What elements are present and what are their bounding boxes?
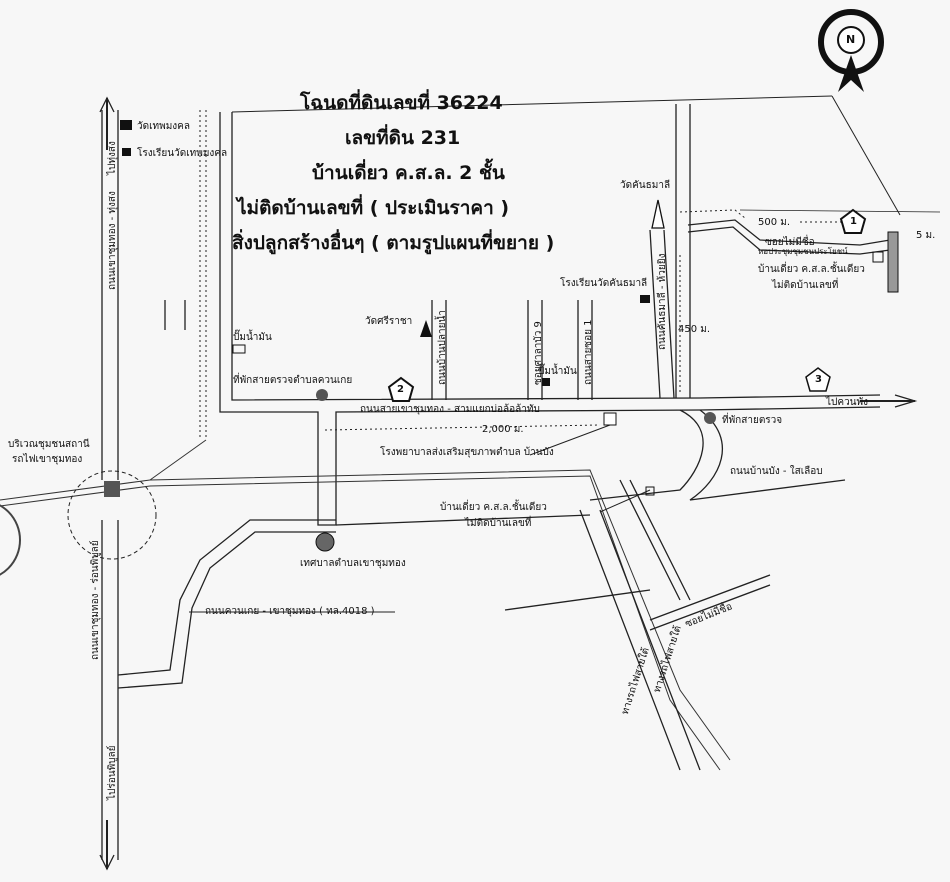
school-thepmongkol-icon bbox=[122, 148, 131, 156]
label-house-ne-2: ไม่ติดบ้านเลขที่ bbox=[772, 280, 839, 291]
temple-thepmongkol-icon bbox=[120, 120, 132, 130]
road-left-upper bbox=[101, 110, 119, 480]
label-unnamed-soi-1: ซอยไม่มีชื่อ bbox=[765, 237, 815, 248]
small-road-stub bbox=[164, 300, 186, 330]
label-house-mid-1: บ้านเดี่ยว ค.ส.ล.ชั้นเดียว bbox=[440, 502, 547, 513]
marker-2 bbox=[387, 376, 415, 402]
connector-lower bbox=[504, 589, 651, 611]
seal-fragment bbox=[0, 504, 21, 576]
title-land-number: เลขที่ดิน 231 bbox=[345, 127, 461, 149]
label-soi-road-2: ซอยศาลาบัว 9 bbox=[533, 321, 544, 385]
label-school-khanthamali: โรงเรียนวัดคันธมาลี bbox=[560, 278, 648, 289]
municipality-icon bbox=[315, 532, 335, 552]
label-left-lower-road: ถนนเขาชุมทอง - ร่อนพิบูลย์ bbox=[90, 540, 101, 660]
label-soi-road-3: ถนนสายซอย 1 bbox=[583, 319, 594, 386]
main-road-bottom bbox=[219, 112, 881, 526]
marker-2-label: 2 bbox=[397, 384, 404, 395]
label-left-to-north: ไปทุ่งสง bbox=[107, 141, 118, 175]
road-left-lower bbox=[101, 520, 119, 860]
label-soi-road-1: ถนนบ้านปลายน้ำ bbox=[437, 310, 448, 385]
title-other-structures: สิ่งปลูกสร้างอื่นๆ ( ตามรูปแผนที่ขยาย ) bbox=[232, 232, 555, 254]
north-frame-line bbox=[831, 95, 901, 216]
gas-station-1-icon bbox=[232, 344, 246, 354]
railway-lower-road bbox=[579, 509, 701, 771]
police-box-khuan-koei-icon bbox=[316, 389, 328, 401]
label-ban-bang-road: ถนนบ้านบัง - ใสเลือบ bbox=[730, 466, 823, 477]
label-police-box-khuan-koei: ที่พักสายตรวจตำบลควนเกย bbox=[233, 375, 353, 386]
leader-house-mid bbox=[599, 489, 651, 513]
railway-station-icon bbox=[104, 481, 120, 497]
label-wat-khanthamali: วัดคันธมาลี bbox=[620, 180, 671, 191]
label-distance-5: 5 ม. bbox=[916, 230, 936, 241]
leader-house-ne bbox=[739, 209, 941, 213]
title-house-type: บ้านเดี่ยว ค.ส.ล. 2 ชั้น bbox=[312, 162, 505, 184]
label-house-mid-2: ไม่ติดบ้านเลขที่ bbox=[465, 518, 532, 529]
soi-road-3 bbox=[577, 300, 593, 400]
marker-1-label: 1 bbox=[850, 216, 857, 227]
compass-label: N bbox=[846, 33, 856, 46]
house-ne-plot-icon bbox=[887, 231, 899, 293]
gas-station-2-icon bbox=[542, 378, 550, 386]
rail-branch bbox=[619, 479, 691, 601]
label-municipality: เทศบาลตำบลเขาชุมทอง bbox=[300, 558, 406, 569]
label-railway-area-2: รถไฟเขาชุมทอง bbox=[12, 454, 83, 465]
label-khanthamali-road: ถนนคันธมาลี - ห้วยยิง bbox=[657, 253, 668, 350]
label-distance-500: 500 ม. bbox=[758, 217, 791, 228]
school-khanthamali-icon bbox=[640, 295, 650, 303]
soi-road-1 bbox=[431, 300, 447, 400]
label-gas-station-2: ปั๊มน้ำมัน bbox=[538, 366, 577, 377]
soi-to-house-1 bbox=[687, 219, 891, 255]
distance-2000-line bbox=[324, 424, 601, 431]
ban-bang-road bbox=[589, 409, 846, 501]
label-community-hall: หอประชุมชุมชนประโยชน์ bbox=[758, 247, 848, 256]
khuan-koei-road bbox=[117, 514, 591, 689]
leader-hospital bbox=[529, 424, 611, 456]
temple-khanthamali-icon bbox=[651, 199, 665, 229]
label-distance-2000: 2,000 ม. bbox=[482, 424, 524, 435]
main-road-top bbox=[231, 112, 881, 401]
label-hospital: โรงพยาบาลส่งเสริมสุขภาพตำบล บ้านบัง bbox=[380, 447, 554, 458]
community-hall-icon bbox=[872, 251, 884, 263]
marker-3-label: 3 bbox=[815, 374, 822, 385]
unnamed-soi-lower bbox=[649, 574, 771, 631]
railway-main-1 bbox=[0, 469, 731, 761]
marker-3 bbox=[805, 367, 831, 392]
label-to-khuan-phang: ไปควนพัง bbox=[826, 397, 868, 408]
label-wat-thepmongkol: วัดเทพมงคล bbox=[137, 121, 191, 132]
boundary-dashed-left bbox=[199, 110, 207, 440]
distance-500-line bbox=[679, 209, 746, 219]
house-mid-icon bbox=[645, 486, 655, 496]
title-frame-line bbox=[231, 95, 833, 113]
label-railway-area-1: บริเวณชุมชนสถานี bbox=[8, 439, 90, 450]
label-police-box: ที่พักสายตรวจ bbox=[722, 415, 783, 426]
label-distance-450: 450 ม. bbox=[678, 324, 711, 335]
hospital-icon bbox=[603, 412, 617, 426]
marker-1 bbox=[839, 208, 867, 234]
label-left-to-south: ไปร่อนพิบูลย์ bbox=[107, 745, 118, 800]
label-wat-si-racha: วัดศรีราชา bbox=[365, 316, 413, 327]
khanthamali-road-outer bbox=[675, 104, 691, 398]
station-area-circle bbox=[67, 470, 157, 560]
label-left-upper-road: ถนนเขาชุมทอง - ทุ่งสง bbox=[107, 191, 118, 290]
label-gas-station-1: ปั๊มน้ำมัน bbox=[233, 332, 272, 343]
label-school-thepmongkol: โรงเรียนวัดเทพมงคล bbox=[137, 148, 228, 159]
title-no-address: ไม่ติดบ้านเลขที่ ( ประเมินราคา ) bbox=[237, 197, 510, 219]
title-deed-number: โฉนดที่ดินเลขที่ 36224 bbox=[300, 92, 503, 114]
khanthamali-road-inner bbox=[649, 229, 675, 399]
railway-main-2 bbox=[0, 475, 721, 771]
dashed-connector bbox=[149, 439, 207, 481]
label-khuan-koei-road: ถนนควนเกย - เขาชุมทอง ( ทล.4018 ) bbox=[205, 606, 375, 617]
label-main-road: ถนนสายเขาชุมทอง - สามแยกบ่อล้อล้าทับ bbox=[360, 404, 540, 415]
police-box-icon bbox=[704, 412, 716, 424]
label-house-ne-1: บ้านเดี่ยว ค.ส.ล.ชั้นเดียว bbox=[758, 264, 865, 275]
compass-icon bbox=[818, 9, 884, 92]
temple-si-racha-icon bbox=[420, 320, 432, 337]
